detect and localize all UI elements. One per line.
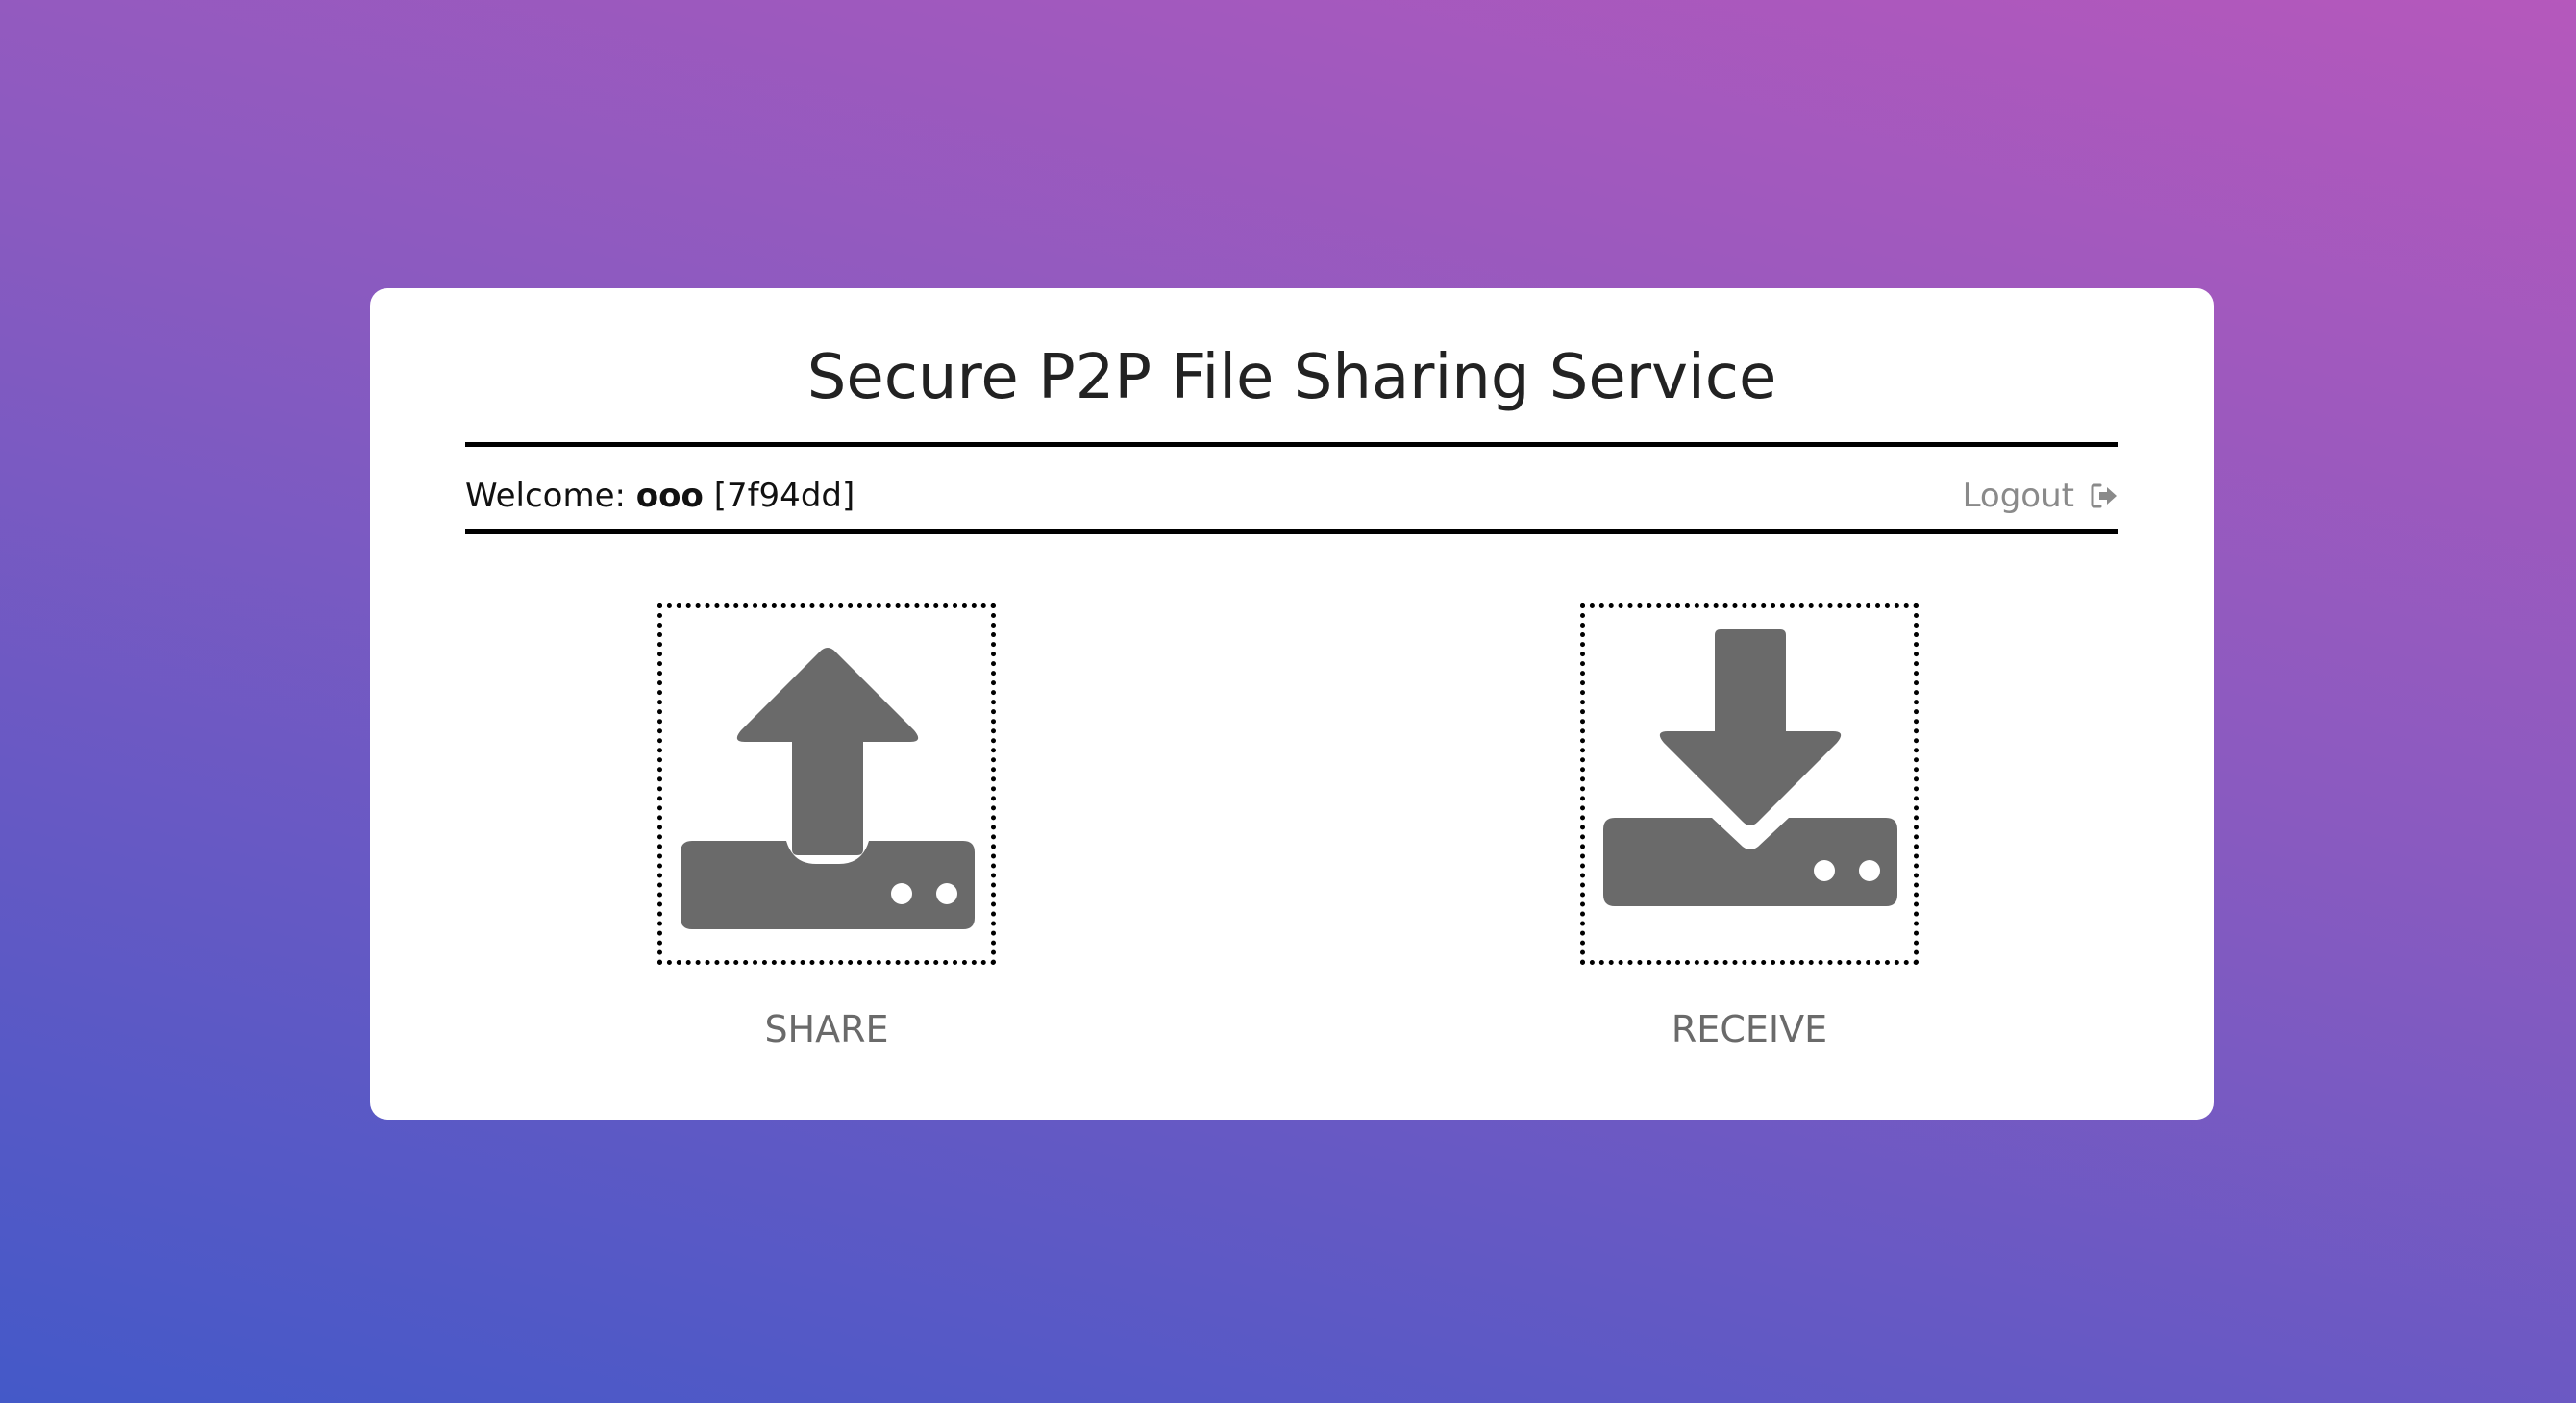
share-dropzone[interactable] <box>657 603 996 965</box>
sign-out-icon <box>2090 481 2118 510</box>
receive-dropzone[interactable] <box>1580 603 1919 965</box>
header-divider-top <box>465 442 2118 447</box>
receive-label: RECEIVE <box>1671 1008 1828 1050</box>
share-button[interactable]: SHARE <box>657 603 996 1053</box>
welcome-text: Welcome: ooo [7f94dd] <box>465 471 855 521</box>
receive-button[interactable]: RECEIVE <box>1580 603 1919 1053</box>
user-id: [7f94dd] <box>713 477 855 515</box>
download-icon <box>1603 629 1897 906</box>
page-title: Secure P2P File Sharing Service <box>806 342 1777 413</box>
username: ooo <box>635 477 704 515</box>
logout-label: Logout <box>1962 477 2074 515</box>
welcome-label: Welcome: <box>465 477 626 515</box>
upload-icon <box>681 648 975 929</box>
share-label: SHARE <box>764 1008 889 1050</box>
main-card: Secure P2P File Sharing Service Welcome:… <box>370 288 2214 1120</box>
header-divider-bottom <box>465 529 2118 534</box>
logout-button[interactable]: Logout <box>1963 471 2118 521</box>
